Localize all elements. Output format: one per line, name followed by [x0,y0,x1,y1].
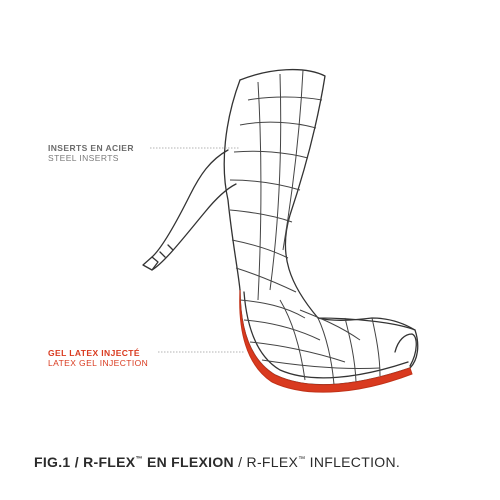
gel-injection-sole [239,289,413,393]
caption-tm-2: ™ [298,456,306,463]
caption-tm-1: ™ [135,456,143,463]
steel-inserts-en: STEEL INSERTS [48,153,119,163]
figure-caption: FIG.1 / R-FLEX™ EN FLEXION / R-FLEX™ INF… [34,454,400,470]
gel-injection-fr: GEL LATEX INJECTÉ [48,348,140,358]
caption-bold-2: EN FLEXION [142,454,234,470]
steel-inserts-fr: INSERTS EN ACIER [48,143,134,153]
mesh-lines [229,69,381,386]
caption-light-2: INFLECTION. [305,454,401,470]
gel-injection-en: LATEX GEL INJECTION [48,358,149,368]
caption-bold-1: FIG.1 / R-FLEX [34,454,136,470]
caption-light-1: R-FLEX [246,454,299,470]
steel-inserts-label: INSERTS EN ACIER STEEL INSERTS [48,143,134,163]
caption-separator: / [233,454,247,470]
gel-injection-label: GEL LATEX INJECTÉ LATEX GEL INJECTION [48,348,148,368]
